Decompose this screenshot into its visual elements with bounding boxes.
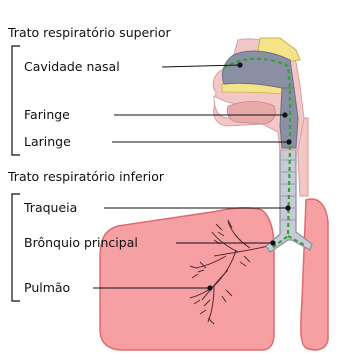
- upper-tract-heading: Trato respiratório superior: [7, 25, 171, 40]
- left-lung-shape: [100, 208, 274, 350]
- pharynx-dot: [282, 112, 287, 117]
- nasal-cavity-dot: [237, 62, 242, 67]
- lower-tract-bracket: [12, 194, 20, 301]
- main-bronchus-label: Brônquio principal: [24, 235, 138, 250]
- upper-tract-bracket: [12, 46, 20, 155]
- lower-tract-heading: Trato respiratório inferior: [7, 169, 165, 184]
- larynx-label: Laringe: [24, 134, 71, 149]
- lung-label: Pulmão: [24, 280, 70, 295]
- anatomy-illustration: [100, 38, 328, 350]
- trachea-label: Traqueia: [23, 200, 77, 215]
- larynx-dot: [286, 139, 291, 144]
- trachea-dot: [285, 205, 290, 210]
- right-lung-shape: [301, 199, 328, 350]
- nasal-cavity-label: Cavidade nasal: [24, 59, 120, 74]
- tongue-shape: [227, 102, 275, 125]
- bronchus-dot: [270, 240, 275, 245]
- pharynx-label: Faringe: [24, 107, 70, 122]
- nasal-cavity-shape: [222, 51, 294, 88]
- lung-dot: [207, 285, 212, 290]
